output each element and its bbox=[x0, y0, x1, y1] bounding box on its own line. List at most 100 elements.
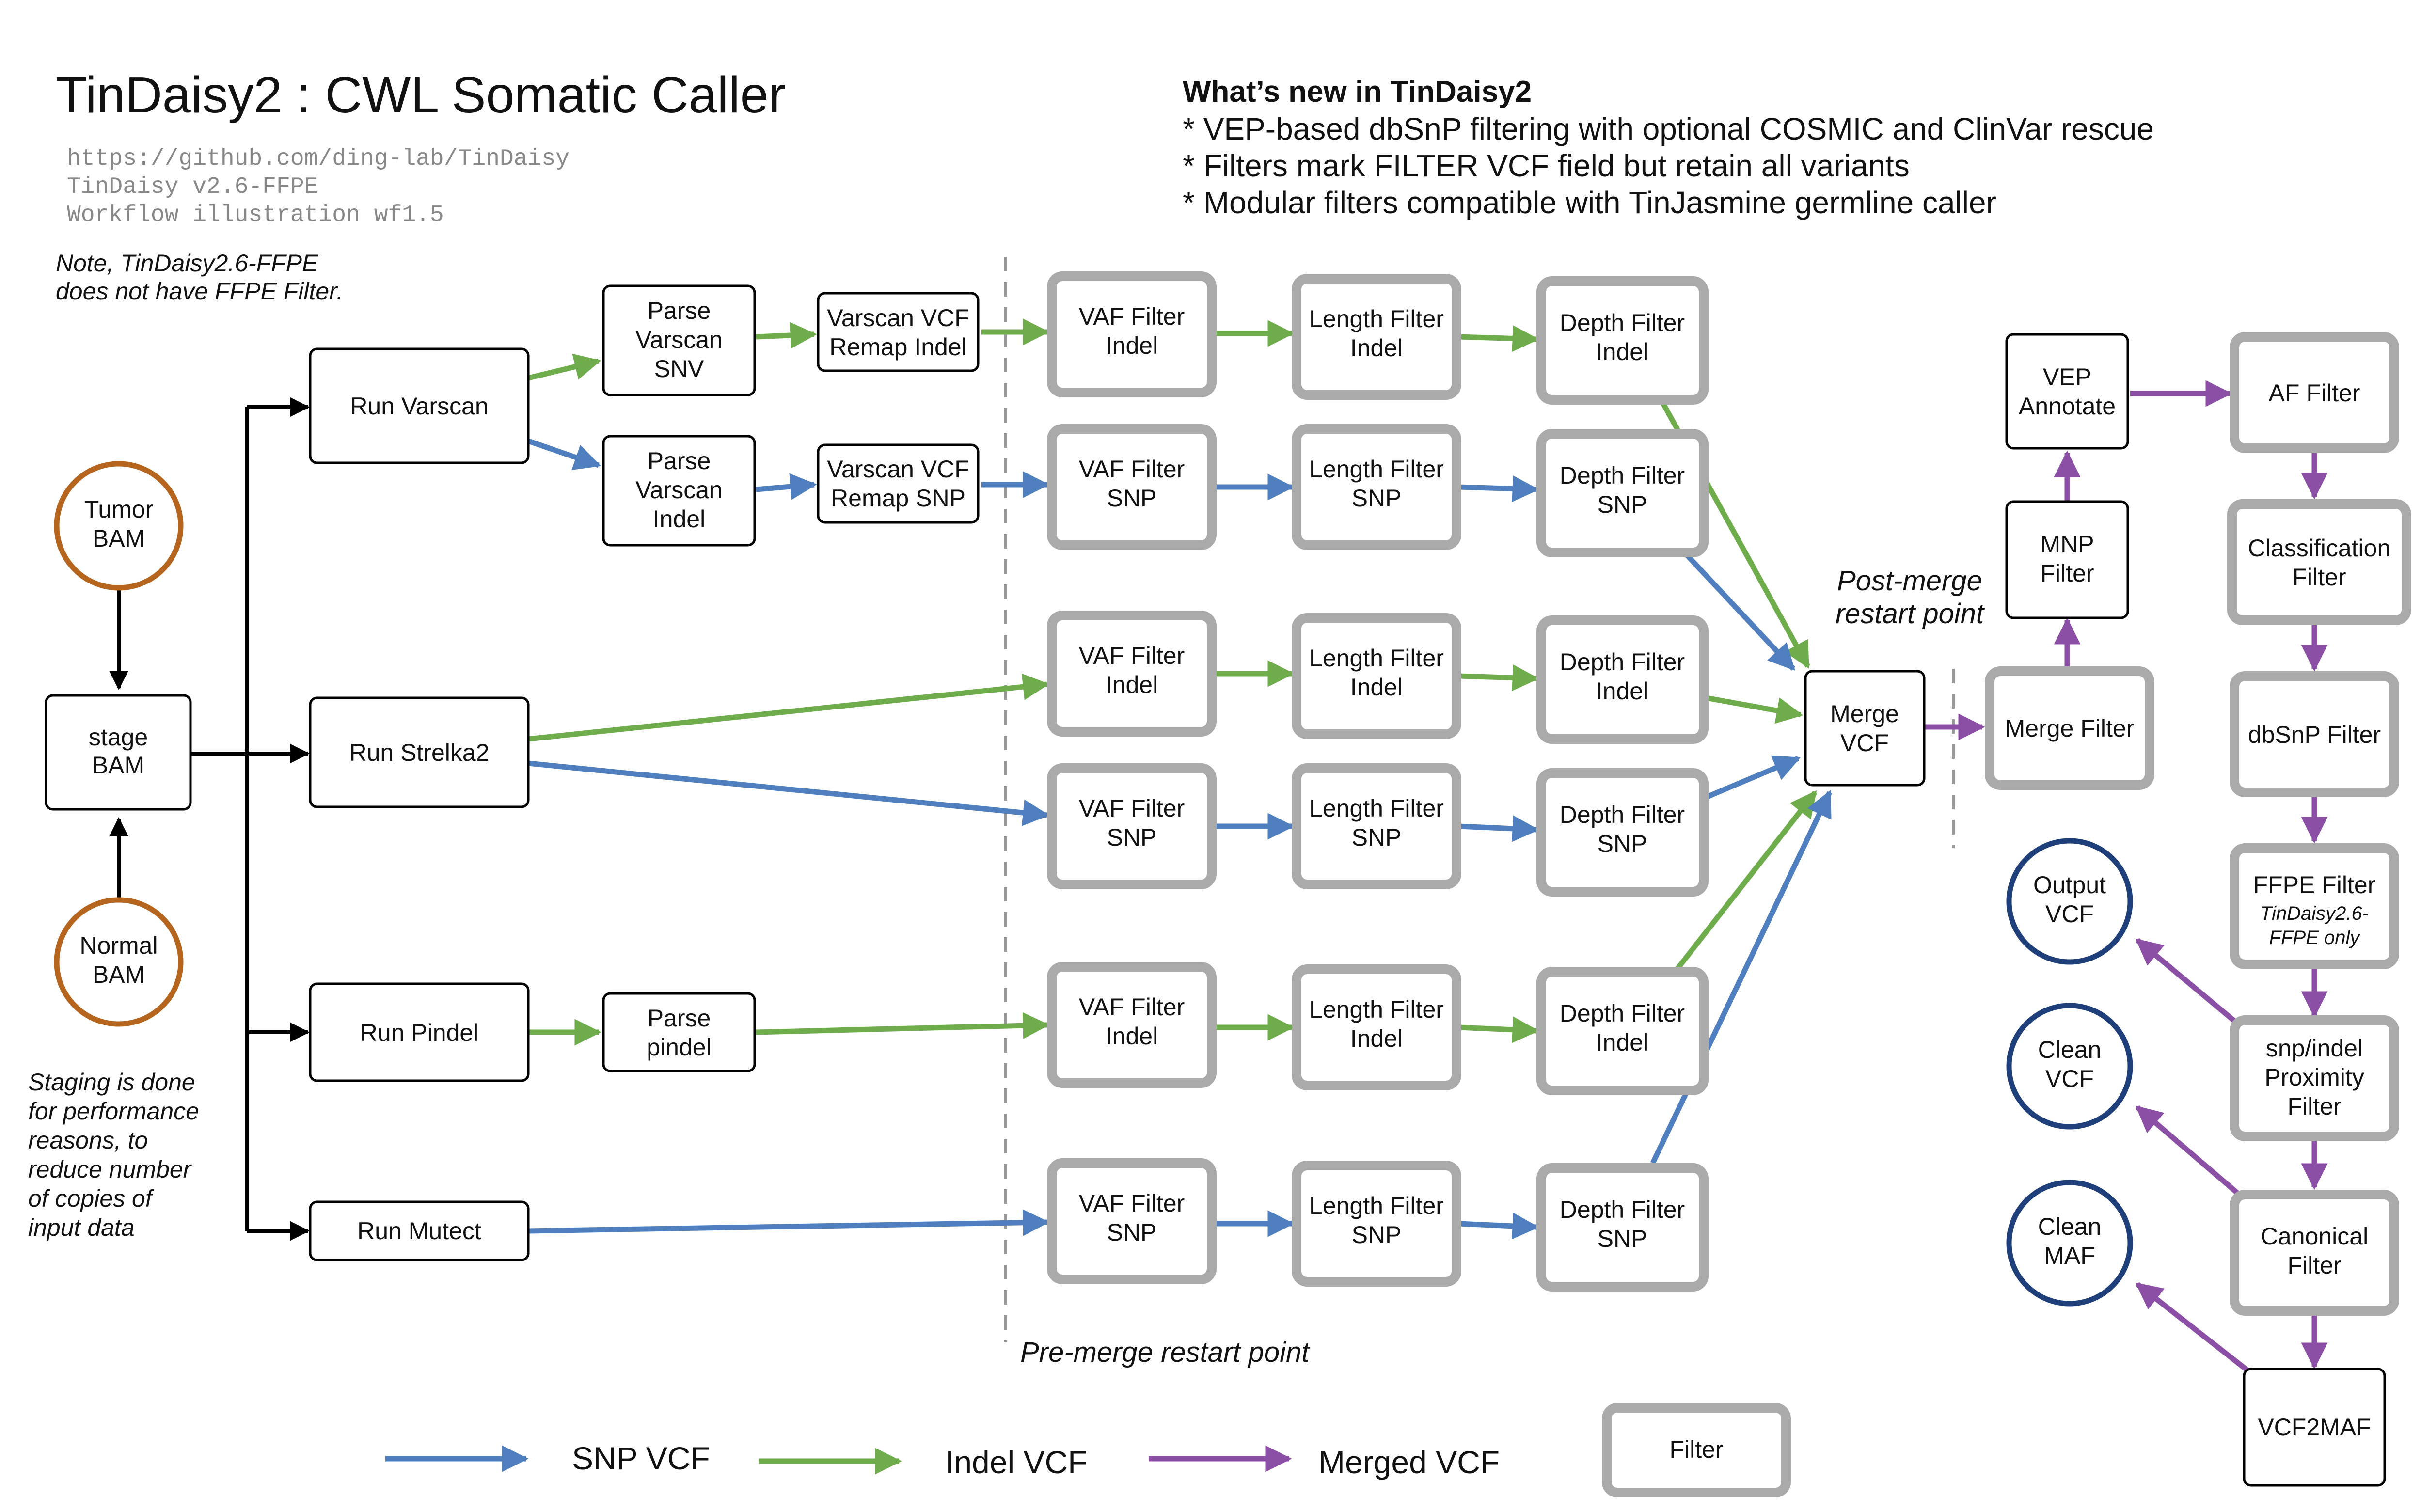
svg-text:Parse: Parse bbox=[648, 447, 711, 474]
legend-filter-box bbox=[1602, 1403, 1791, 1497]
svg-text:Indel: Indel bbox=[1596, 677, 1648, 705]
svg-text:Length Filter: Length Filter bbox=[1309, 1192, 1444, 1219]
svg-text:SNP: SNP bbox=[1352, 485, 1402, 512]
svg-text:Tumor: Tumor bbox=[84, 496, 154, 523]
svg-text:VEP: VEP bbox=[2043, 363, 2091, 391]
svg-text:Depth Filter: Depth Filter bbox=[1560, 462, 1685, 489]
legend-filter-label: Filter bbox=[1669, 1436, 1723, 1463]
svg-text:FFPE only: FFPE only bbox=[2269, 927, 2361, 948]
svg-text:Indel: Indel bbox=[1106, 1023, 1158, 1050]
ffpe-note-line2: does not have FFPE Filter. bbox=[56, 278, 343, 305]
legend-merged-label: Merged VCF bbox=[1318, 1444, 1500, 1480]
proximity-filter-box: snp/indel Proximity Filter bbox=[2230, 1015, 2399, 1141]
run-strelka2-box: Run Strelka2 bbox=[309, 696, 530, 808]
svg-text:Staging is done: Staging is done bbox=[28, 1069, 195, 1096]
svg-text:VAF Filter: VAF Filter bbox=[1079, 303, 1185, 330]
run-varscan-box: Run Varscan bbox=[309, 347, 530, 464]
pre-merge-label: Pre-merge restart point bbox=[1020, 1337, 1311, 1368]
svg-text:MAF: MAF bbox=[2044, 1242, 2095, 1269]
svg-text:Merge Filter: Merge Filter bbox=[2005, 715, 2135, 742]
vaf-filter-snp-3: VAF Filter SNP bbox=[1047, 1158, 1217, 1284]
legend: SNP VCF Indel VCF Merged VCF Filter bbox=[385, 1403, 1791, 1497]
svg-text:Filter: Filter bbox=[2287, 1093, 2341, 1120]
depth-filter-snp-3: Depth Filter SNP bbox=[1536, 1163, 1709, 1292]
output-vcf-node: Output VCF bbox=[2006, 838, 2133, 965]
svg-text:Run Varscan: Run Varscan bbox=[350, 393, 488, 420]
svg-text:Run Pindel: Run Pindel bbox=[360, 1019, 479, 1046]
svg-text:Clean: Clean bbox=[2038, 1213, 2102, 1240]
svg-text:SNP: SNP bbox=[1598, 830, 1647, 857]
ffpe-filter-box: FFPE Filter TinDaisy2.6- FFPE only bbox=[2230, 843, 2399, 969]
svg-text:Run Strelka2: Run Strelka2 bbox=[349, 739, 489, 766]
whats-new-item-3: * Modular filters compatible with TinJas… bbox=[1183, 185, 1996, 220]
svg-text:TinDaisy2.6-: TinDaisy2.6- bbox=[2260, 903, 2369, 924]
svg-text:Indel: Indel bbox=[1106, 332, 1158, 359]
staging-note: Staging is done for performance reasons,… bbox=[28, 1069, 199, 1241]
svg-text:Normal: Normal bbox=[79, 932, 158, 959]
vaf-filter-indel-1: VAF Filter Indel bbox=[1047, 271, 1217, 397]
svg-text:Depth Filter: Depth Filter bbox=[1560, 309, 1685, 336]
svg-text:Indel: Indel bbox=[1350, 334, 1403, 362]
svg-text:reasons, to: reasons, to bbox=[28, 1127, 148, 1154]
svg-text:Annotate: Annotate bbox=[2019, 393, 2116, 420]
svg-text:dbSnP Filter: dbSnP Filter bbox=[2248, 721, 2381, 748]
length-filter-snp-2: Length Filter SNP bbox=[1292, 763, 1461, 889]
depth-filter-indel-1: Depth Filter Indel bbox=[1536, 276, 1709, 405]
version-label: TinDaisy v2.6-FFPE bbox=[67, 174, 318, 200]
vcf2maf-box: VCF2MAF bbox=[2243, 1368, 2386, 1487]
svg-text:snp/indel: snp/indel bbox=[2266, 1035, 2363, 1062]
svg-text:Indel: Indel bbox=[1596, 1029, 1648, 1056]
whats-new-heading: What’s new in TinDaisy2 bbox=[1183, 75, 1532, 109]
svg-text:reduce number: reduce number bbox=[28, 1156, 192, 1183]
ffpe-note-line1: Note, TinDaisy2.6-FFPE bbox=[56, 250, 318, 277]
parse-varscan-snv-box: Parse Varscan SNV bbox=[602, 284, 756, 396]
depth-filter-snp-2: Depth Filter SNP bbox=[1536, 768, 1709, 897]
stage-bam-box: stage BAM bbox=[45, 694, 192, 811]
legend-indel-label: Indel VCF bbox=[945, 1444, 1087, 1480]
svg-text:BAM: BAM bbox=[93, 525, 145, 552]
run-mutect-box: Run Mutect bbox=[309, 1200, 530, 1261]
svg-text:SNV: SNV bbox=[654, 355, 704, 382]
svg-text:Parse: Parse bbox=[648, 297, 711, 324]
svg-text:FFPE Filter: FFPE Filter bbox=[2253, 871, 2376, 898]
svg-text:SNP: SNP bbox=[1352, 1221, 1402, 1248]
svg-text:Indel: Indel bbox=[1106, 671, 1158, 698]
svg-text:VAF Filter: VAF Filter bbox=[1079, 642, 1185, 669]
length-filter-snp-3: Length Filter SNP bbox=[1292, 1161, 1461, 1287]
svg-text:Output: Output bbox=[2033, 871, 2106, 898]
tumor-bam-node: Tumor BAM bbox=[54, 461, 184, 591]
svg-text:pindel: pindel bbox=[647, 1034, 711, 1061]
length-filter-snp-1: Length Filter SNP bbox=[1292, 424, 1461, 550]
svg-text:Filter: Filter bbox=[2287, 1252, 2341, 1279]
legend-snp-label: SNP VCF bbox=[572, 1440, 710, 1476]
canonical-filter-box: Canonical Filter bbox=[2230, 1190, 2399, 1316]
svg-text:Run Mutect: Run Mutect bbox=[357, 1217, 481, 1244]
svg-text:Filter: Filter bbox=[2292, 564, 2346, 591]
clean-maf-node: Clean MAF bbox=[2006, 1180, 2133, 1307]
svg-text:Depth Filter: Depth Filter bbox=[1560, 801, 1685, 828]
svg-text:Indel: Indel bbox=[1596, 338, 1648, 365]
svg-text:Varscan VCF: Varscan VCF bbox=[827, 304, 969, 331]
svg-text:MNP: MNP bbox=[2040, 531, 2094, 558]
vaf-filter-indel-3: VAF Filter Indel bbox=[1047, 962, 1217, 1088]
svg-text:SNP: SNP bbox=[1598, 1225, 1647, 1252]
post-merge-label-line2: restart point bbox=[1836, 598, 1985, 630]
svg-text:Indel: Indel bbox=[1350, 1025, 1403, 1052]
svg-text:Indel: Indel bbox=[653, 505, 705, 533]
clean-vcf-node: Clean VCF bbox=[2006, 1003, 2133, 1130]
svg-text:Varscan: Varscan bbox=[635, 326, 723, 353]
svg-text:input data: input data bbox=[28, 1214, 135, 1241]
vaf-filter-indel-2: VAF Filter Indel bbox=[1047, 611, 1217, 737]
dbsnp-filter-box: dbSnP Filter bbox=[2230, 671, 2399, 797]
svg-text:VCF: VCF bbox=[2045, 900, 2094, 928]
svg-text:SNP: SNP bbox=[1352, 824, 1402, 851]
svg-text:Length Filter: Length Filter bbox=[1309, 645, 1444, 672]
svg-text:Depth Filter: Depth Filter bbox=[1560, 1196, 1685, 1223]
svg-text:Merge: Merge bbox=[1830, 700, 1899, 727]
svg-text:AF Filter: AF Filter bbox=[2269, 379, 2360, 407]
merge-vcf-box: Merge VCF bbox=[1804, 670, 1926, 787]
normal-bam-node: Normal BAM bbox=[54, 897, 184, 1027]
whats-new-item-2: * Filters mark FILTER VCF field but reta… bbox=[1183, 148, 1910, 183]
merge-filter-box: Merge Filter bbox=[1985, 666, 2154, 790]
